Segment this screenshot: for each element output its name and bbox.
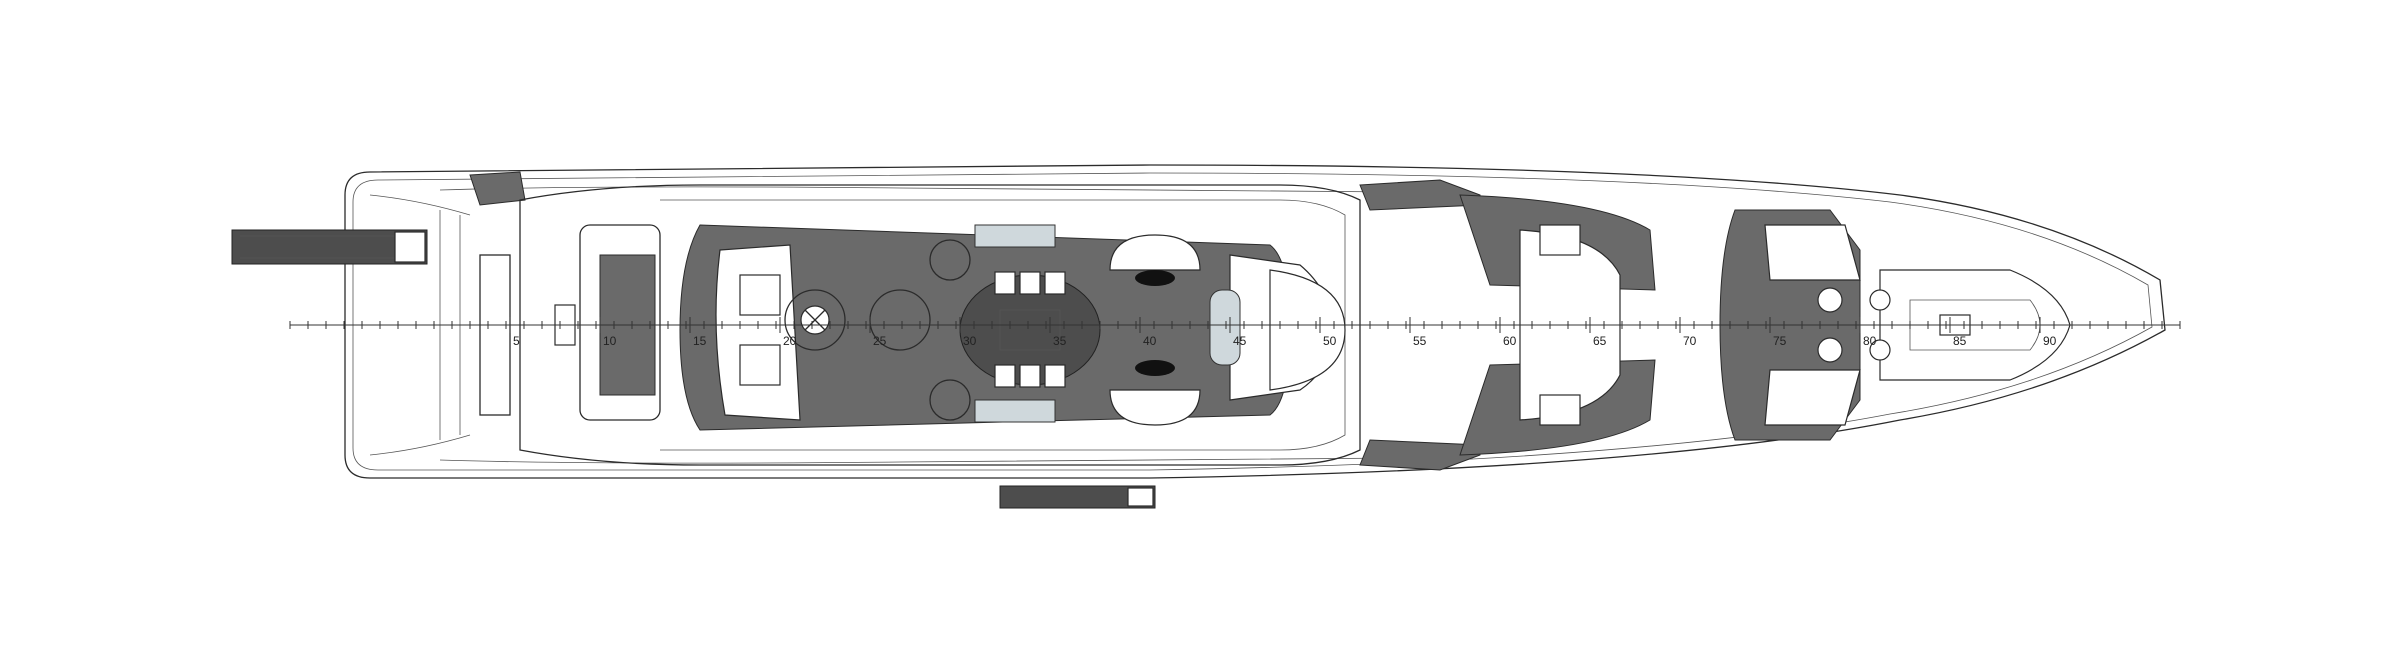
frame-label: 65 — [1593, 334, 1607, 348]
frame-label: 20 — [783, 334, 797, 348]
frame-label: 55 — [1413, 334, 1427, 348]
side-decks — [1359, 179, 1656, 471]
seating-pod-top — [1109, 234, 1201, 286]
frame-label: 40 — [1143, 334, 1157, 348]
frame-label: 35 — [1053, 334, 1067, 348]
frame-label: 25 — [873, 334, 887, 348]
frame-label: 80 — [1863, 334, 1877, 348]
frame-label: 15 — [693, 334, 707, 348]
frame-label: 90 — [2043, 334, 2057, 348]
frame-label: 60 — [1503, 334, 1517, 348]
superstructure — [519, 184, 1361, 466]
frame-label: 5 — [513, 334, 520, 348]
frame-label: 10 — [603, 334, 617, 348]
frame-label: 50 — [1323, 334, 1337, 348]
frame-label: 75 — [1773, 334, 1787, 348]
side-passerelle — [999, 485, 1156, 509]
frame-label: 30 — [963, 334, 977, 348]
dining-table — [959, 271, 1101, 388]
seating-pod-bottom — [1109, 360, 1201, 426]
frame-label: 85 — [1953, 334, 1967, 348]
frame-label: 70 — [1683, 334, 1697, 348]
aft-deck — [469, 171, 661, 421]
aft-gangway — [231, 229, 428, 265]
frame-scale: 5 10 15 20 25 30 35 40 45 50 55 60 65 70 75 80 85 90 — [289, 317, 2181, 348]
frame-label: 45 — [1233, 334, 1247, 348]
frame-ticks — [289, 317, 2181, 333]
frame-labels: 5 10 15 20 25 30 35 40 45 50 55 60 65 70 75 80 85 90 — [513, 334, 2057, 348]
